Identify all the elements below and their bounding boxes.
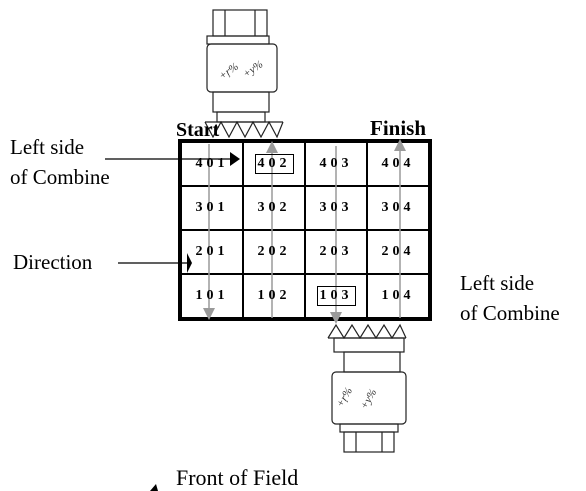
plot-number: 301 [195, 200, 229, 215]
plot-number: 304 [381, 200, 415, 215]
plot-number: 204 [381, 244, 415, 259]
plot-cell-402: 402 [243, 142, 305, 186]
plot-cell-102: 102 [243, 274, 305, 318]
plot-number: 101 [195, 288, 229, 303]
plot-number: 201 [195, 244, 229, 259]
plot-cell-301: 301 [181, 186, 243, 230]
plot-number: 401 [195, 156, 229, 171]
plot-number: 404 [381, 156, 415, 171]
finish-label: Finish [370, 116, 427, 140]
direction-label: Direction [13, 250, 93, 274]
plot-cell-103: 103 [305, 274, 367, 318]
plot-cell-101: 101 [181, 274, 243, 318]
plot-cell-304: 304 [367, 186, 429, 230]
start-label: Start [176, 119, 220, 141]
plot-cell-303: 303 [305, 186, 367, 230]
top-combine-scribble: +ŗ% [217, 61, 241, 83]
plot-cell-401: 401 [181, 142, 243, 186]
plot-number: 303 [319, 200, 353, 215]
bottom-combine-scribble: +ŗ% [334, 385, 355, 409]
plot-number: 103 [316, 286, 356, 306]
plot-number: 104 [381, 288, 415, 303]
plot-number: 102 [257, 288, 291, 303]
svg-text:+y%: +y% [241, 58, 265, 80]
plot-number: 402 [254, 154, 294, 174]
front-of-field-mark [150, 484, 158, 491]
left-side-right-label-line2: of Combine [460, 301, 560, 325]
front-of-field-label: Front of Field [176, 465, 299, 490]
plot-cell-202: 202 [243, 230, 305, 274]
left-side-top-label-line1: Left side [10, 135, 85, 159]
plot-cell-204: 204 [367, 230, 429, 274]
plot-cell-403: 403 [305, 142, 367, 186]
svg-text:+y%: +y% [358, 387, 379, 412]
plot-grid: 401 402 403 404 301 302 303 304 201 202 203 204 101 1… [178, 139, 432, 321]
plot-cell-203: 203 [305, 230, 367, 274]
plot-number: 403 [319, 156, 353, 171]
plot-number: 203 [319, 244, 353, 259]
plot-cell-404: 404 [367, 142, 429, 186]
plot-cell-104: 104 [367, 274, 429, 318]
plot-number: 302 [257, 200, 291, 215]
plot-number: 202 [257, 244, 291, 259]
left-side-top-label-line2: of Combine [10, 165, 110, 189]
plot-cell-201: 201 [181, 230, 243, 274]
left-side-right-label-line1: Left side [460, 271, 535, 295]
plot-cell-302: 302 [243, 186, 305, 230]
